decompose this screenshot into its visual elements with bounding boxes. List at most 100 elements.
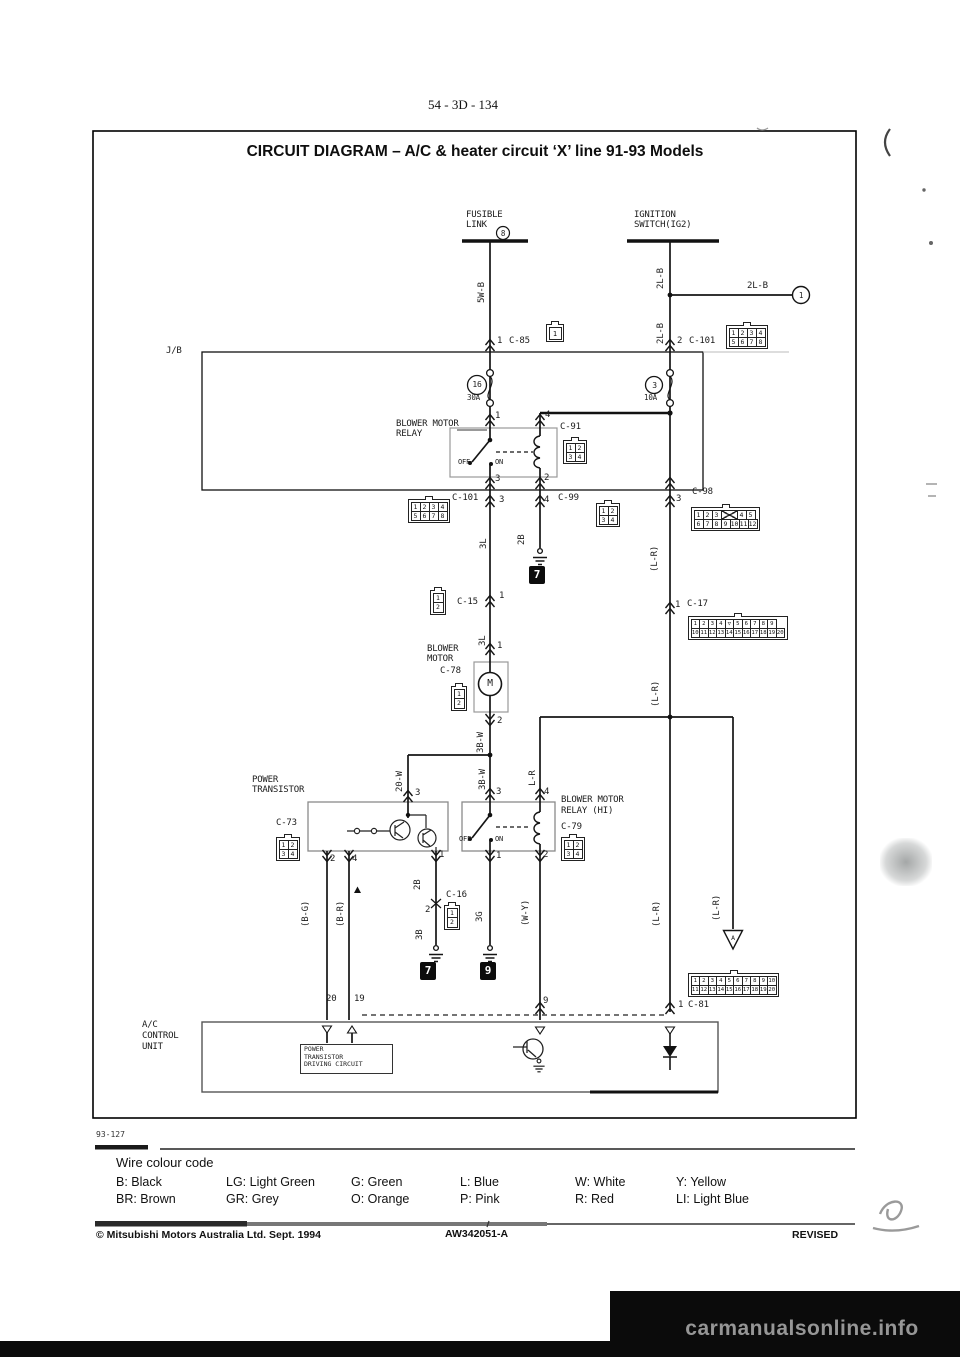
connector-pin-cell: 8: [755, 336, 766, 347]
relay-hi-box: [461, 801, 556, 852]
pin-number: 1: [495, 411, 501, 421]
figure-reference: 93-127: [96, 1130, 125, 1139]
wire-label: 2L-B: [656, 268, 666, 289]
power-transistor-label: TRANSISTOR: [252, 785, 305, 795]
wire-code-item: Y: Yellow: [676, 1175, 727, 1189]
connector-pin-cell: 8: [437, 510, 448, 521]
connector-pin-cell: 20: [775, 627, 785, 638]
connector-pin-cell: 1: [548, 326, 562, 340]
wire-label: (W-Y): [521, 899, 531, 926]
wires: [326, 241, 793, 1043]
junction-block-label: J/B: [166, 346, 182, 356]
pin-number: 3: [415, 788, 421, 798]
pin-number: 20: [326, 994, 337, 1004]
connector-pin-cell: 2: [446, 917, 458, 928]
fusible-link-label: FUSIBLE: [466, 210, 503, 220]
wire-code-item: W: White: [575, 1175, 626, 1189]
ac-control-unit-label: UNIT: [142, 1042, 163, 1052]
footer-document-number: AW342051-A: [445, 1228, 509, 1240]
motor-symbol-letter: M: [487, 678, 493, 689]
wire-code-item: P: Pink: [460, 1192, 500, 1206]
connector-name: C-15: [457, 597, 478, 607]
fuse-16-number: 16: [472, 380, 482, 389]
wire-label: 3B-W: [478, 769, 488, 790]
wire-colour-code-row: B: Black LG: Light Green G: Green L: Blue W:…: [116, 1175, 726, 1189]
connector-name: C-91: [560, 422, 581, 432]
unit-entry-arrows: [321, 1024, 676, 1036]
ac-control-unit-label: A/C: [142, 1020, 158, 1030]
connector-pin-cell: 2: [432, 602, 444, 613]
pin-number: 2: [330, 854, 336, 864]
page-number: 54 - 3D - 134: [428, 97, 499, 112]
relay-hi-off-label: OFF: [459, 835, 472, 843]
relay-hi-label: BLOWER MOTOR: [561, 795, 624, 805]
pin-number: 3: [676, 494, 682, 504]
ac-control-unit-label: CONTROL: [142, 1031, 179, 1041]
wire-label: 2L-B: [747, 281, 768, 291]
ptdc-label: POWER: [304, 1045, 324, 1053]
relay-on-label: ON: [495, 458, 504, 466]
ground-ref-box: 7: [420, 962, 436, 980]
wire-code-item: LG: Light Green: [226, 1175, 315, 1189]
connector-name: C-85: [509, 336, 530, 346]
acu-transistor-symbol: [522, 1038, 544, 1060]
wire-label: 2B: [413, 879, 423, 890]
power-transistor-driving-circuit-box: POWER TRANSISTOR DRIVING CIRCUIT: [300, 1044, 393, 1074]
triangle-a-letter: A: [731, 934, 735, 942]
wire-code-item: O: Orange: [351, 1192, 410, 1206]
power-transistor-internals: [347, 814, 437, 851]
connector-pin-cell: 4: [572, 848, 583, 859]
wire-label: 3L: [479, 538, 489, 549]
pin-number: 3: [495, 474, 501, 484]
connector-pin-cell: 4: [574, 451, 585, 462]
pin-number: 4: [352, 854, 358, 864]
connector-name: C-78: [440, 666, 461, 676]
connector-c85: 1: [546, 324, 564, 342]
pin-number: 4: [544, 495, 550, 505]
wire-code-item: L: Blue: [460, 1175, 499, 1189]
pin-number: 2: [544, 473, 550, 483]
connector-name: C-16: [446, 890, 467, 900]
wire-label: 3B: [415, 929, 425, 940]
blower-motor-label: BLOWER: [427, 644, 459, 654]
wire-label: (L-R): [651, 680, 661, 707]
wire-label: 3B-W: [476, 732, 486, 753]
fuse-16-circle: [466, 374, 488, 396]
scan-smudge: [880, 838, 932, 886]
footer-revised: REVISED: [792, 1229, 839, 1241]
blower-relay-label: BLOWER MOTOR: [396, 419, 459, 429]
wire-code-item: BR: Brown: [116, 1192, 176, 1206]
pin-number: 19: [354, 994, 365, 1004]
pin-number: 3: [499, 495, 505, 505]
wire-code-item: R: Red: [575, 1192, 614, 1206]
wire-label: 20-W: [395, 771, 405, 792]
connector-name: C-73: [276, 818, 297, 828]
ignition-switch-label: IGNITION: [634, 210, 676, 220]
blower-relay-label: RELAY: [396, 429, 423, 439]
wire-label: 2B: [517, 534, 527, 545]
fusible-link-number: 8: [500, 229, 506, 238]
pin-number: 4: [545, 410, 551, 420]
wire-code-item: G: Green: [351, 1175, 403, 1189]
fusible-link-circle: [495, 225, 511, 241]
wire-code-item: B: Black: [116, 1175, 162, 1189]
ptdc-label: TRANSISTOR: [304, 1052, 344, 1061]
fusible-link-label: LINK: [466, 220, 487, 230]
blower-motor-label: MOTOR: [427, 654, 454, 664]
connector-name: C-17: [687, 599, 708, 609]
pin-number: 1: [678, 1000, 684, 1010]
fuse-3-circle: [644, 375, 664, 395]
scan-artifacts: [756, 127, 937, 1232]
junction-block-box: [201, 351, 704, 491]
wire-label: 2L-B: [656, 323, 666, 344]
wire-label: (L-R): [652, 900, 662, 927]
connector-pin-cell: 2: [453, 698, 465, 709]
blower-motor-box: [473, 661, 509, 713]
power-transistor-label: POWER: [252, 775, 279, 785]
